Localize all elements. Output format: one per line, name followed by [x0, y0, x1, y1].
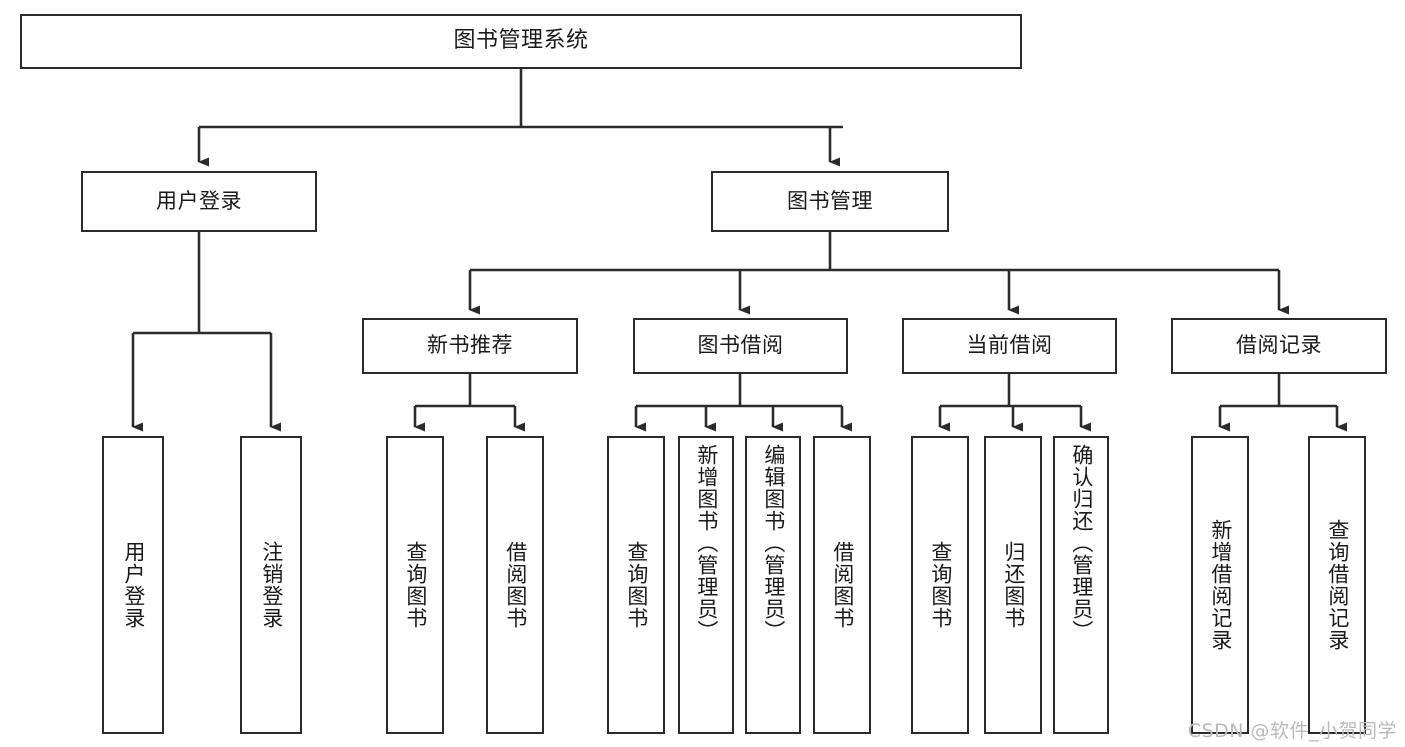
node-label: 用户登录 — [156, 188, 242, 213]
node-label: 图书借阅 — [697, 333, 784, 358]
node-current-borrow[interactable]: 当前借阅 — [902, 318, 1117, 374]
node-label: 图书管理系统 — [453, 28, 589, 54]
node-label: 借阅记录 — [1236, 333, 1322, 358]
node-label: 查询图书 — [928, 541, 953, 629]
node-leaf-add-record[interactable]: 新增借阅记录 — [1191, 436, 1249, 734]
node-leaf-query-book-1[interactable]: 查询图书 — [386, 436, 444, 734]
node-leaf-borrow-book-2[interactable]: 借阅图书 — [813, 436, 871, 734]
node-label: 编辑图书（管理员） — [761, 444, 786, 642]
node-leaf-add-book[interactable]: 新增图书（管理员） — [678, 436, 734, 734]
node-leaf-edit-book[interactable]: 编辑图书（管理员） — [745, 436, 801, 734]
node-leaf-query-book-2[interactable]: 查询图书 — [607, 436, 665, 734]
node-leaf-query-record[interactable]: 查询借阅记录 — [1308, 436, 1366, 734]
node-user-login[interactable]: 用户登录 — [81, 171, 317, 232]
node-leaf-borrow-book-1[interactable]: 借阅图书 — [486, 436, 544, 734]
node-label: 新增借阅记录 — [1208, 519, 1233, 651]
node-book-manage[interactable]: 图书管理 — [711, 171, 949, 232]
node-label: 新书推荐 — [427, 333, 513, 358]
node-label: 借阅图书 — [503, 541, 528, 629]
node-label: 新增图书（管理员） — [694, 444, 719, 642]
node-label: 当前借阅 — [966, 333, 1053, 358]
node-label: 用户登录 — [121, 541, 146, 629]
node-new-book-recommend[interactable]: 新书推荐 — [362, 318, 578, 374]
node-leaf-confirm-return[interactable]: 确认归还（管理员） — [1053, 436, 1109, 734]
node-borrow-record[interactable]: 借阅记录 — [1171, 318, 1387, 374]
node-label: 图书管理 — [787, 188, 873, 213]
node-label: 借阅图书 — [830, 541, 855, 629]
node-label: 查询图书 — [624, 541, 649, 629]
node-label: 确认归还（管理员） — [1069, 444, 1094, 642]
node-label: 查询图书 — [403, 541, 428, 629]
node-root-system[interactable]: 图书管理系统 — [20, 14, 1022, 69]
node-label: 查询借阅记录 — [1325, 519, 1350, 651]
node-leaf-user-logout[interactable]: 注销登录 — [240, 436, 302, 734]
node-label: 归还图书 — [1001, 541, 1026, 629]
node-leaf-query-book-3[interactable]: 查询图书 — [911, 436, 969, 734]
watermark-text: CSDN @软件_小贺同学 — [1187, 720, 1397, 742]
node-leaf-return-book[interactable]: 归还图书 — [984, 436, 1042, 734]
node-label: 注销登录 — [259, 541, 284, 629]
node-leaf-user-login[interactable]: 用户登录 — [102, 436, 164, 734]
node-book-borrow[interactable]: 图书借阅 — [633, 318, 848, 374]
